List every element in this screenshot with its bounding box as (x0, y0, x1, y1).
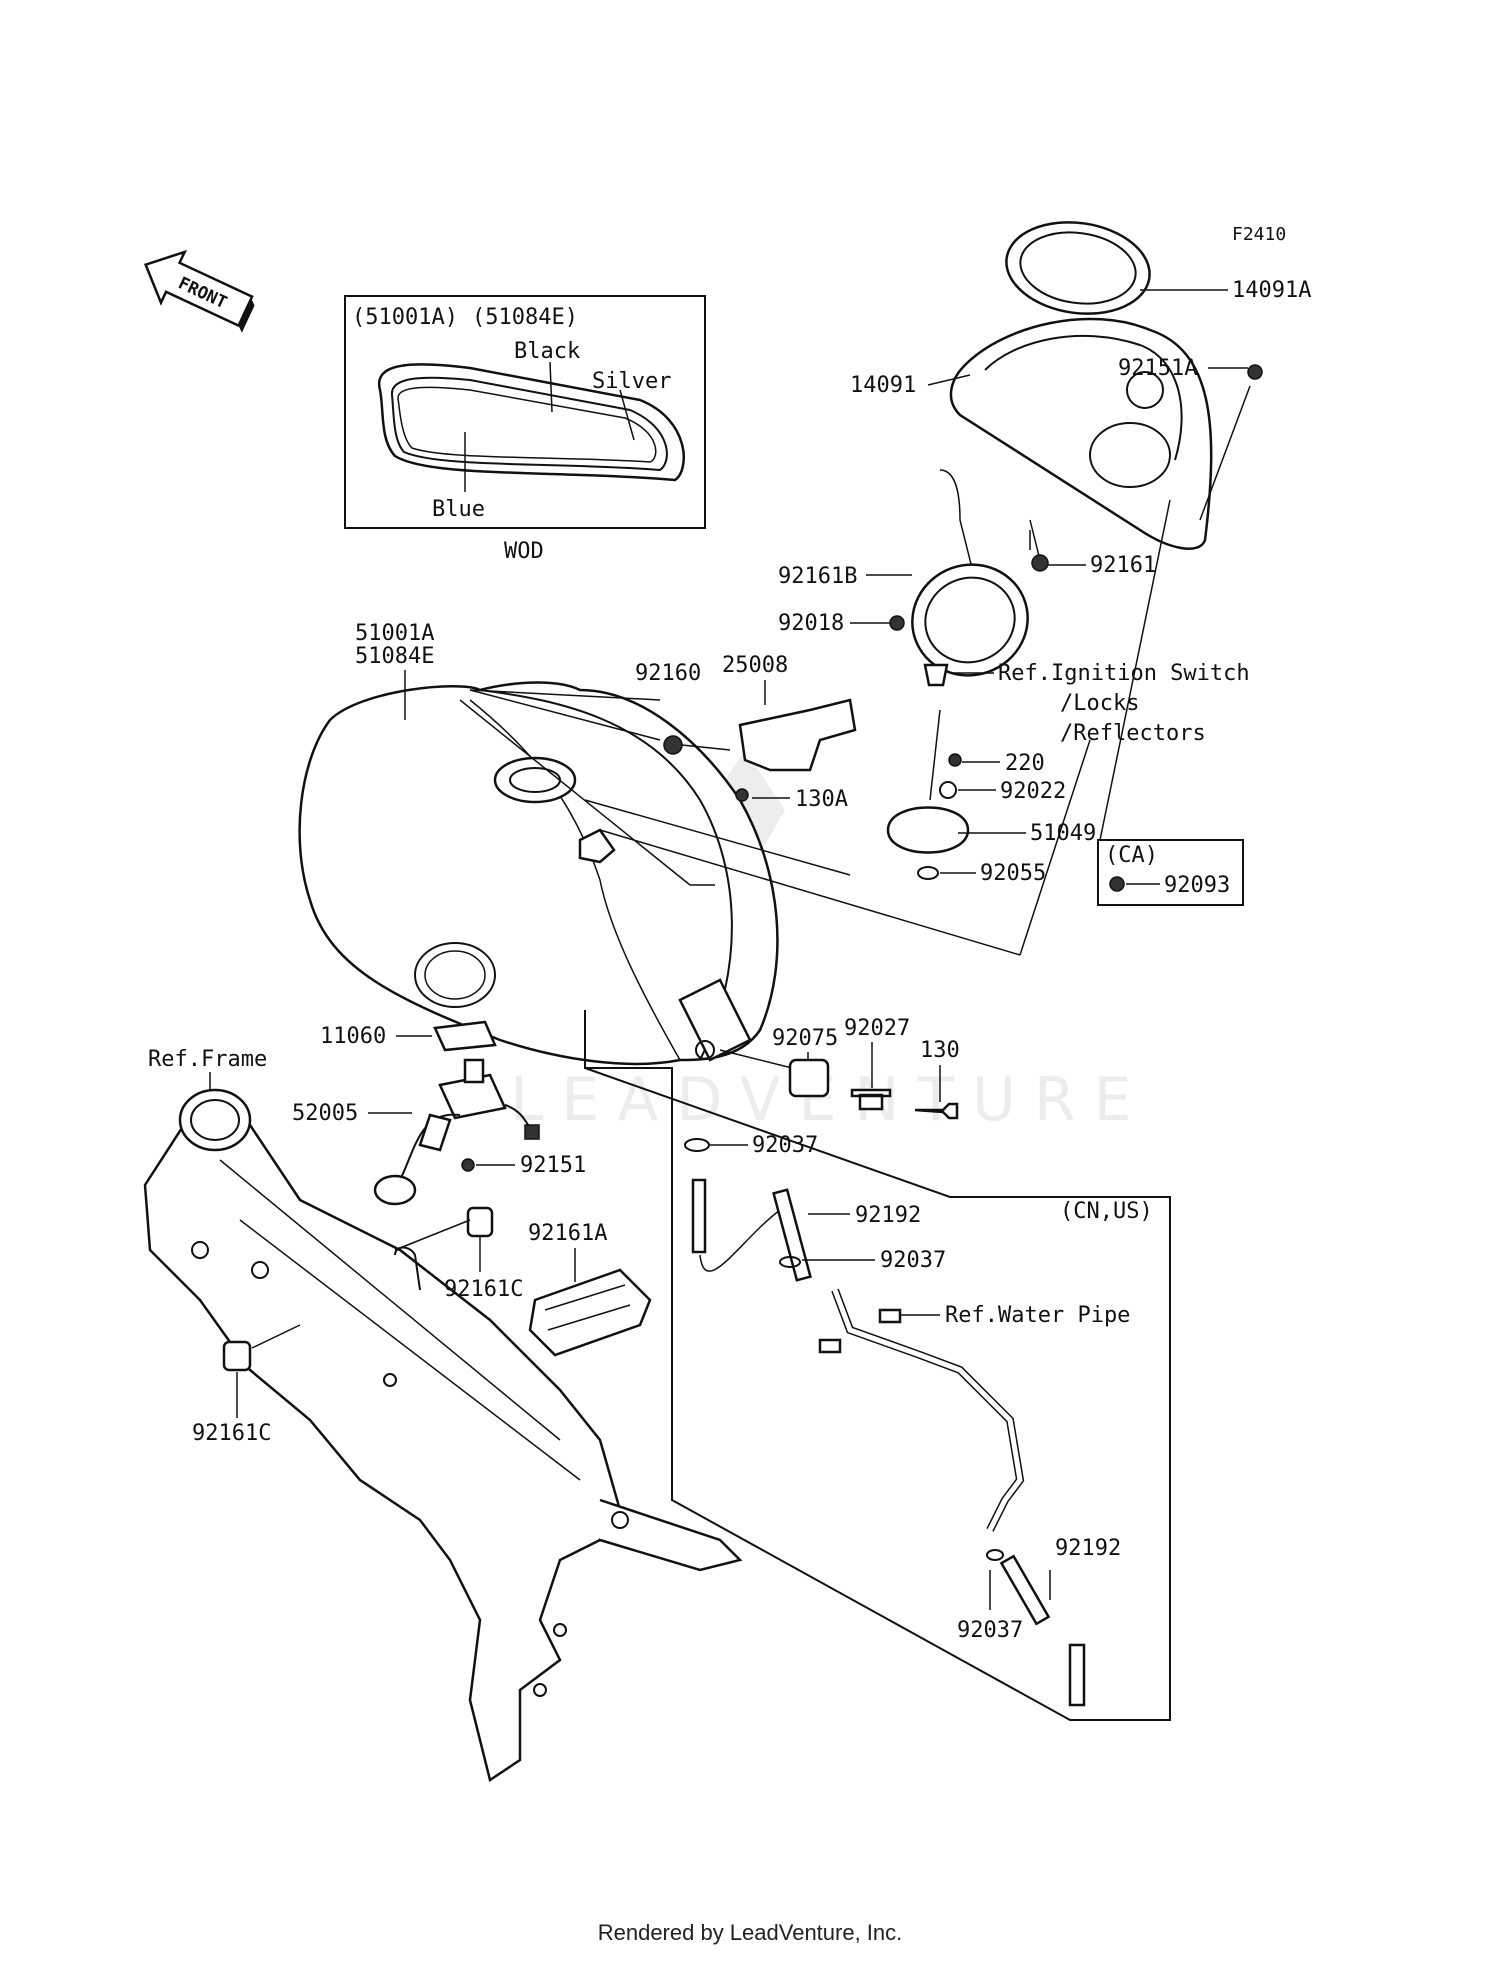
part-label-92161c-a: 92161C (444, 1277, 523, 1302)
inset-color-silver: Silver (592, 369, 671, 394)
bracket-92161a (528, 1268, 652, 1357)
bolt-130 (914, 1102, 959, 1120)
inset-color-black: Black (514, 339, 580, 364)
part-label-92160: 92160 (635, 661, 701, 686)
fuel-cap (886, 806, 970, 854)
part-label-25008: 25008 (722, 653, 788, 678)
damper-92075 (788, 1058, 830, 1098)
front-arrow-icon: FRONT (143, 249, 255, 333)
part-label-92037-c: 92037 (957, 1618, 1023, 1643)
ignition-plug (923, 663, 949, 687)
inset-header-51084e: (51084E) (472, 305, 578, 330)
part-label-92055: 92055 (980, 861, 1046, 886)
part-label-92161b: 92161B (778, 564, 857, 589)
part-label-130a: 130A (795, 787, 848, 812)
meter-cover-assembly (889, 221, 1263, 841)
inset-caption-wod: WOD (504, 539, 544, 564)
part-label-52005: 52005 (292, 1101, 358, 1126)
frame (143, 1088, 743, 1783)
hose-92192-a (691, 1178, 707, 1254)
part-label-92161a: 92161A (528, 1221, 607, 1246)
region-ca-box: (CA) 92093 (1097, 839, 1244, 906)
damper-92161c-a (466, 1206, 494, 1238)
part-label-92151: 92151 (520, 1153, 586, 1178)
part-label-220: 220 (1005, 751, 1045, 776)
part-label-14091a: 14091A (1232, 278, 1311, 303)
water-pipe (818, 1288, 1025, 1532)
fuel-pump-52005 (373, 1058, 540, 1206)
region-cn-us-label: (CN,US) (1060, 1199, 1153, 1224)
bracket-25008 (738, 698, 857, 772)
fuel-tank (298, 681, 1091, 1066)
hose-92192-b (772, 1188, 812, 1282)
part-label-130: 130 (920, 1038, 960, 1063)
part-label-92018: 92018 (778, 611, 844, 636)
part-label-92075: 92075 (772, 1026, 838, 1051)
ref-locks: /Locks (1060, 691, 1139, 716)
part-label-92192-a: 92192 (855, 1203, 921, 1228)
part-label-14091: 14091 (850, 373, 916, 398)
inset-header-51001a: (51001A) (352, 305, 458, 330)
ref-reflectors: /Reflectors (1060, 721, 1206, 746)
hose-end (1068, 1643, 1086, 1707)
part-label-51001a: 51001A (355, 621, 434, 646)
wod-inset: (51001A) (51084E) Black Silver Blue WOD (344, 295, 706, 564)
part-label-92161c-b: 92161C (192, 1421, 271, 1446)
gasket-11060 (433, 1020, 497, 1052)
region-cn-us-box: (CN,US) (584, 1010, 1171, 1721)
part-label-92192-b: 92192 (1055, 1536, 1121, 1561)
collar-92027 (850, 1088, 892, 1111)
region-ca-label: (CA) (1105, 843, 1158, 868)
footer-credit: Rendered by LeadVenture, Inc. (597, 1920, 903, 1945)
part-label-11060: 11060 (320, 1024, 386, 1049)
grommet-92160 (663, 735, 683, 755)
inset-color-blue: Blue (432, 497, 485, 522)
part-label-92037-a: 92037 (752, 1133, 818, 1158)
ref-ignition-switch: Ref.Ignition Switch (998, 661, 1250, 686)
diagram-code: F2410 (1232, 224, 1286, 245)
part-label-92027: 92027 (844, 1016, 910, 1041)
damper-92161c-b (222, 1340, 252, 1372)
part-label-92151a: 92151A (1118, 356, 1197, 381)
part-label-92037-b: 92037 (880, 1248, 946, 1273)
hose-92192-c (999, 1554, 1051, 1626)
part-label-92022: 92022 (1000, 779, 1066, 804)
part-label-92161: 92161 (1090, 553, 1156, 578)
part-label-51049: 51049 (1030, 821, 1096, 846)
part-label-51084e: 51084E (355, 644, 434, 669)
part-label-92093: 92093 (1164, 873, 1230, 898)
ref-frame: Ref.Frame (148, 1047, 267, 1072)
ref-water-pipe: Ref.Water Pipe (945, 1303, 1130, 1328)
